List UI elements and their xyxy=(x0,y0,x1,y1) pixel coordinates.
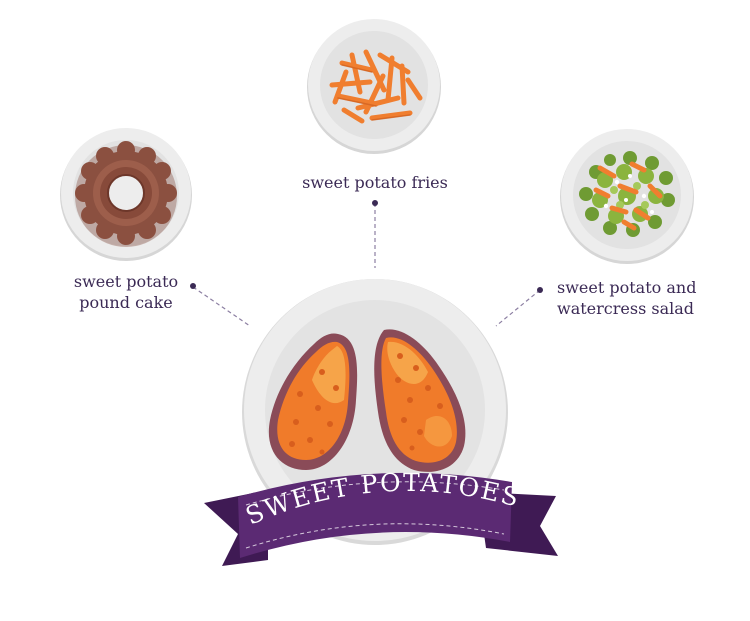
label-salad-line1: sweet potato and xyxy=(557,278,697,297)
banner-ribbon: SWEET POTATOES xyxy=(204,468,558,566)
salad-icon xyxy=(579,151,675,237)
sweet-potato-right xyxy=(374,329,466,472)
connector-dot-cake xyxy=(190,283,196,289)
salad-plate xyxy=(560,129,694,264)
connectors xyxy=(190,200,543,327)
label-cake: sweet potato pound cake xyxy=(60,271,192,313)
connector-dot-fries xyxy=(372,200,378,206)
cake-plate xyxy=(60,128,192,261)
label-cake-line1: sweet potato xyxy=(73,272,179,291)
connector-cake xyxy=(192,286,251,327)
fries-plate xyxy=(307,19,441,154)
bundt-cake-icon xyxy=(75,141,177,247)
sweet-potato-left xyxy=(268,333,358,470)
label-salad-line2: watercress salad xyxy=(557,299,695,318)
connector-dot-salad xyxy=(537,287,543,293)
label-salad: sweet potato and watercress salad xyxy=(557,277,717,319)
label-cake-line2: pound cake xyxy=(79,293,173,312)
label-fries: sweet potato fries xyxy=(302,173,448,192)
connector-salad xyxy=(495,289,541,327)
fries-icon xyxy=(329,49,423,124)
